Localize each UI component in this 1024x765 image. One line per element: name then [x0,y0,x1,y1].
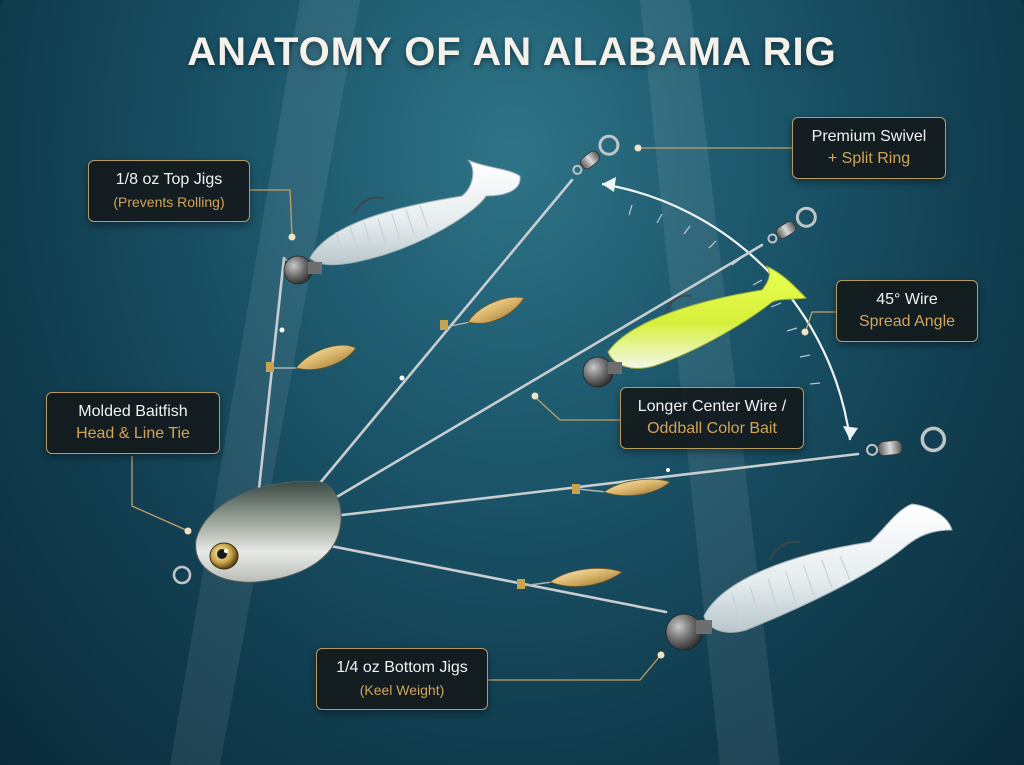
spread-angle-arc [601,177,858,441]
sparkles [279,327,670,472]
callout-swivel-subtitle: + Split Ring [827,150,911,167]
callout-spread-angle-subtitle: Spread Angle [858,313,956,330]
diagram-title: ANATOMY OF AN ALABAMA RIG [187,30,837,74]
callout-center-wire: Longer Center Wire / Oddball Color Bait [620,387,804,449]
callout-top-jigs-subtitle: (Prevents Rolling) [113,194,225,210]
callout-top-jigs-title: 1/8 oz Top Jigs [115,171,223,188]
callout-head-subtitle: Head & Line Tie [76,425,190,442]
callout-swivel: Premium Swivel + Split Ring [792,117,946,179]
callout-bottom-jigs-title: 1/4 oz Bottom Jigs [336,659,468,676]
callout-swivel-title: Premium Swivel [811,128,927,145]
callout-bottom-jigs: 1/4 oz Bottom Jigs (Keel Weight) [316,648,488,710]
callout-leaders [131,147,836,681]
callout-center-wire-subtitle: Oddball Color Bait [647,420,777,437]
callout-head: Molded Baitfish Head & Line Tie [46,392,220,454]
center-chartreuse-swimbait [582,265,808,388]
callout-spread-angle-title: 45° Wire [876,291,938,308]
baitfish-head [172,481,342,585]
willow-blades [266,296,671,589]
callout-head-title: Molded Baitfish [78,403,188,420]
top-left-swimbait [283,159,521,285]
callout-anchor-dots [184,144,809,659]
rig-wires [256,178,860,614]
callout-top-jigs: 1/8 oz Top Jigs (Prevents Rolling) [88,160,250,222]
swivels [572,134,947,457]
callout-center-wire-title: Longer Center Wire / [637,398,787,415]
callout-bottom-jigs-subtitle: (Keel Weight) [359,682,445,698]
bottom-right-swimbait [665,503,953,651]
callout-spread-angle: 45° Wire Spread Angle [836,280,978,342]
